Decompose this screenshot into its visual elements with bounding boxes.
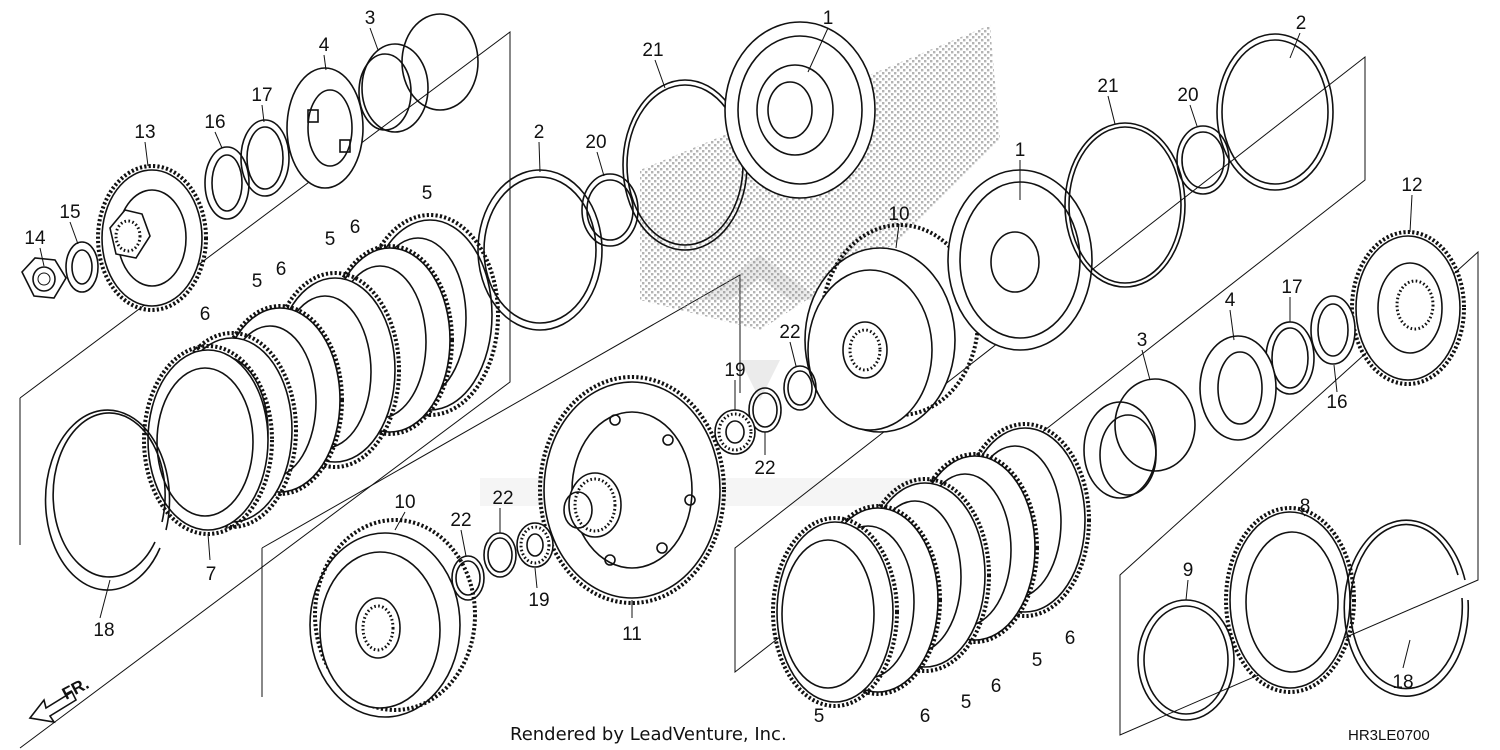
part-4-plate: [286, 67, 364, 189]
part-15-washer: [65, 241, 99, 293]
callout-c20b: 20: [1177, 85, 1198, 106]
callout-c13: 13: [134, 122, 155, 143]
part-18-snap-ring-right: [1343, 519, 1470, 697]
part-21-o-ring-right: [1064, 122, 1186, 288]
part-14-nut: [21, 257, 67, 299]
part-16-washer-right: [1310, 295, 1356, 365]
callout-c22c: 22: [450, 510, 471, 531]
part-4-plate-right: [1199, 335, 1277, 441]
callout-c2a: 2: [534, 122, 545, 143]
callout-c22b: 22: [754, 458, 775, 479]
callout-c5b: 5: [325, 229, 336, 250]
frame-left-upper: [19, 31, 511, 749]
callout-c18b: 18: [1392, 672, 1413, 693]
group-frames: [19, 31, 1479, 749]
callout-c17b: 17: [1281, 277, 1302, 298]
part-3-rings-right: [1083, 378, 1196, 499]
callout-c6f: 6: [1065, 628, 1076, 649]
callout-c8: 8: [1300, 496, 1311, 517]
callout-c11: 11: [622, 624, 642, 645]
callout-c4a: 4: [319, 35, 330, 56]
front-direction-arrow: FR.: [28, 674, 92, 724]
part-22-rings-center: [748, 365, 817, 433]
part-5-6-clutch-pack-right: [771, 422, 1091, 708]
callout-c18a: 18: [93, 620, 114, 641]
callout-c4b: 4: [1225, 290, 1236, 311]
callout-c6b: 6: [276, 259, 287, 280]
part-9-ring: [1137, 599, 1235, 721]
callout-c22d: 22: [492, 488, 513, 509]
callout-c19b: 19: [528, 590, 549, 611]
callout-c6a: 6: [350, 217, 361, 238]
callout-c10b: 10: [888, 204, 909, 225]
part-19-bearing-center: [714, 409, 756, 455]
callout-c5d: 5: [814, 706, 825, 727]
callout-c19a: 19: [724, 360, 745, 381]
callout-c20a: 20: [585, 132, 606, 153]
diagram-code: HR3LE0700: [1348, 727, 1430, 744]
part-13-gear: [96, 164, 208, 312]
callout-c21b: 21: [1097, 76, 1118, 97]
callout-c14: 14: [24, 228, 46, 249]
part-10-clutch-drum-center: [804, 223, 980, 433]
part-16-washer: [204, 146, 250, 220]
callout-c6e: 6: [991, 676, 1002, 697]
part-17-snap-ring: [240, 119, 290, 197]
part-2-ring-center: [477, 169, 603, 331]
frame-right-upper: [734, 55, 1366, 674]
callout-c10a: 10: [394, 492, 415, 513]
callout-c5c: 5: [252, 271, 263, 292]
part-2-ring-right: [1216, 33, 1334, 191]
part-11-gear-hub: [538, 375, 726, 605]
part-3-rings: [358, 13, 479, 133]
callout-c22a: 22: [779, 322, 800, 343]
part-19-bearing-lower: [516, 522, 554, 568]
callout-c7: 7: [206, 564, 217, 585]
part-20-o-ring-center: [581, 173, 639, 247]
callout-c5e: 5: [961, 692, 972, 713]
callout-c9: 9: [1183, 560, 1194, 581]
part-18-snap-ring-left: [44, 409, 171, 591]
callout-c5f: 5: [1032, 650, 1043, 671]
callout-c5a: 5: [422, 183, 433, 204]
leader-lines: [39, 27, 1413, 669]
callout-c1b: 1: [1015, 140, 1026, 161]
callout-c3b: 3: [1137, 330, 1148, 351]
part-1-piston-center: [724, 21, 876, 199]
callout-c16a: 16: [204, 112, 225, 133]
callout-c3a: 3: [365, 8, 376, 29]
callout-c16b: 16: [1326, 392, 1347, 413]
callout-c1a: 1: [823, 8, 834, 29]
callout-c21a: 21: [642, 40, 663, 61]
callout-c17a: 17: [251, 85, 272, 106]
callout-labels: 1 1 2 2 3 3 4 4 5 5 5 5 5 5 6 6 6 6 6 6 …: [24, 8, 1422, 727]
frame-right-lower: [1119, 250, 1479, 736]
callout-c6d: 6: [920, 706, 931, 727]
callout-c2b: 2: [1296, 13, 1307, 34]
callout-c12: 12: [1401, 175, 1422, 196]
callout-c6c: 6: [200, 304, 211, 325]
part-8-end-plate: [1224, 506, 1356, 694]
footer-credit: Rendered by LeadVenture, Inc.: [510, 724, 787, 745]
part-10-clutch-drum-lower: [309, 518, 477, 718]
part-12-gear: [1350, 230, 1466, 386]
callout-c15: 15: [59, 202, 80, 223]
